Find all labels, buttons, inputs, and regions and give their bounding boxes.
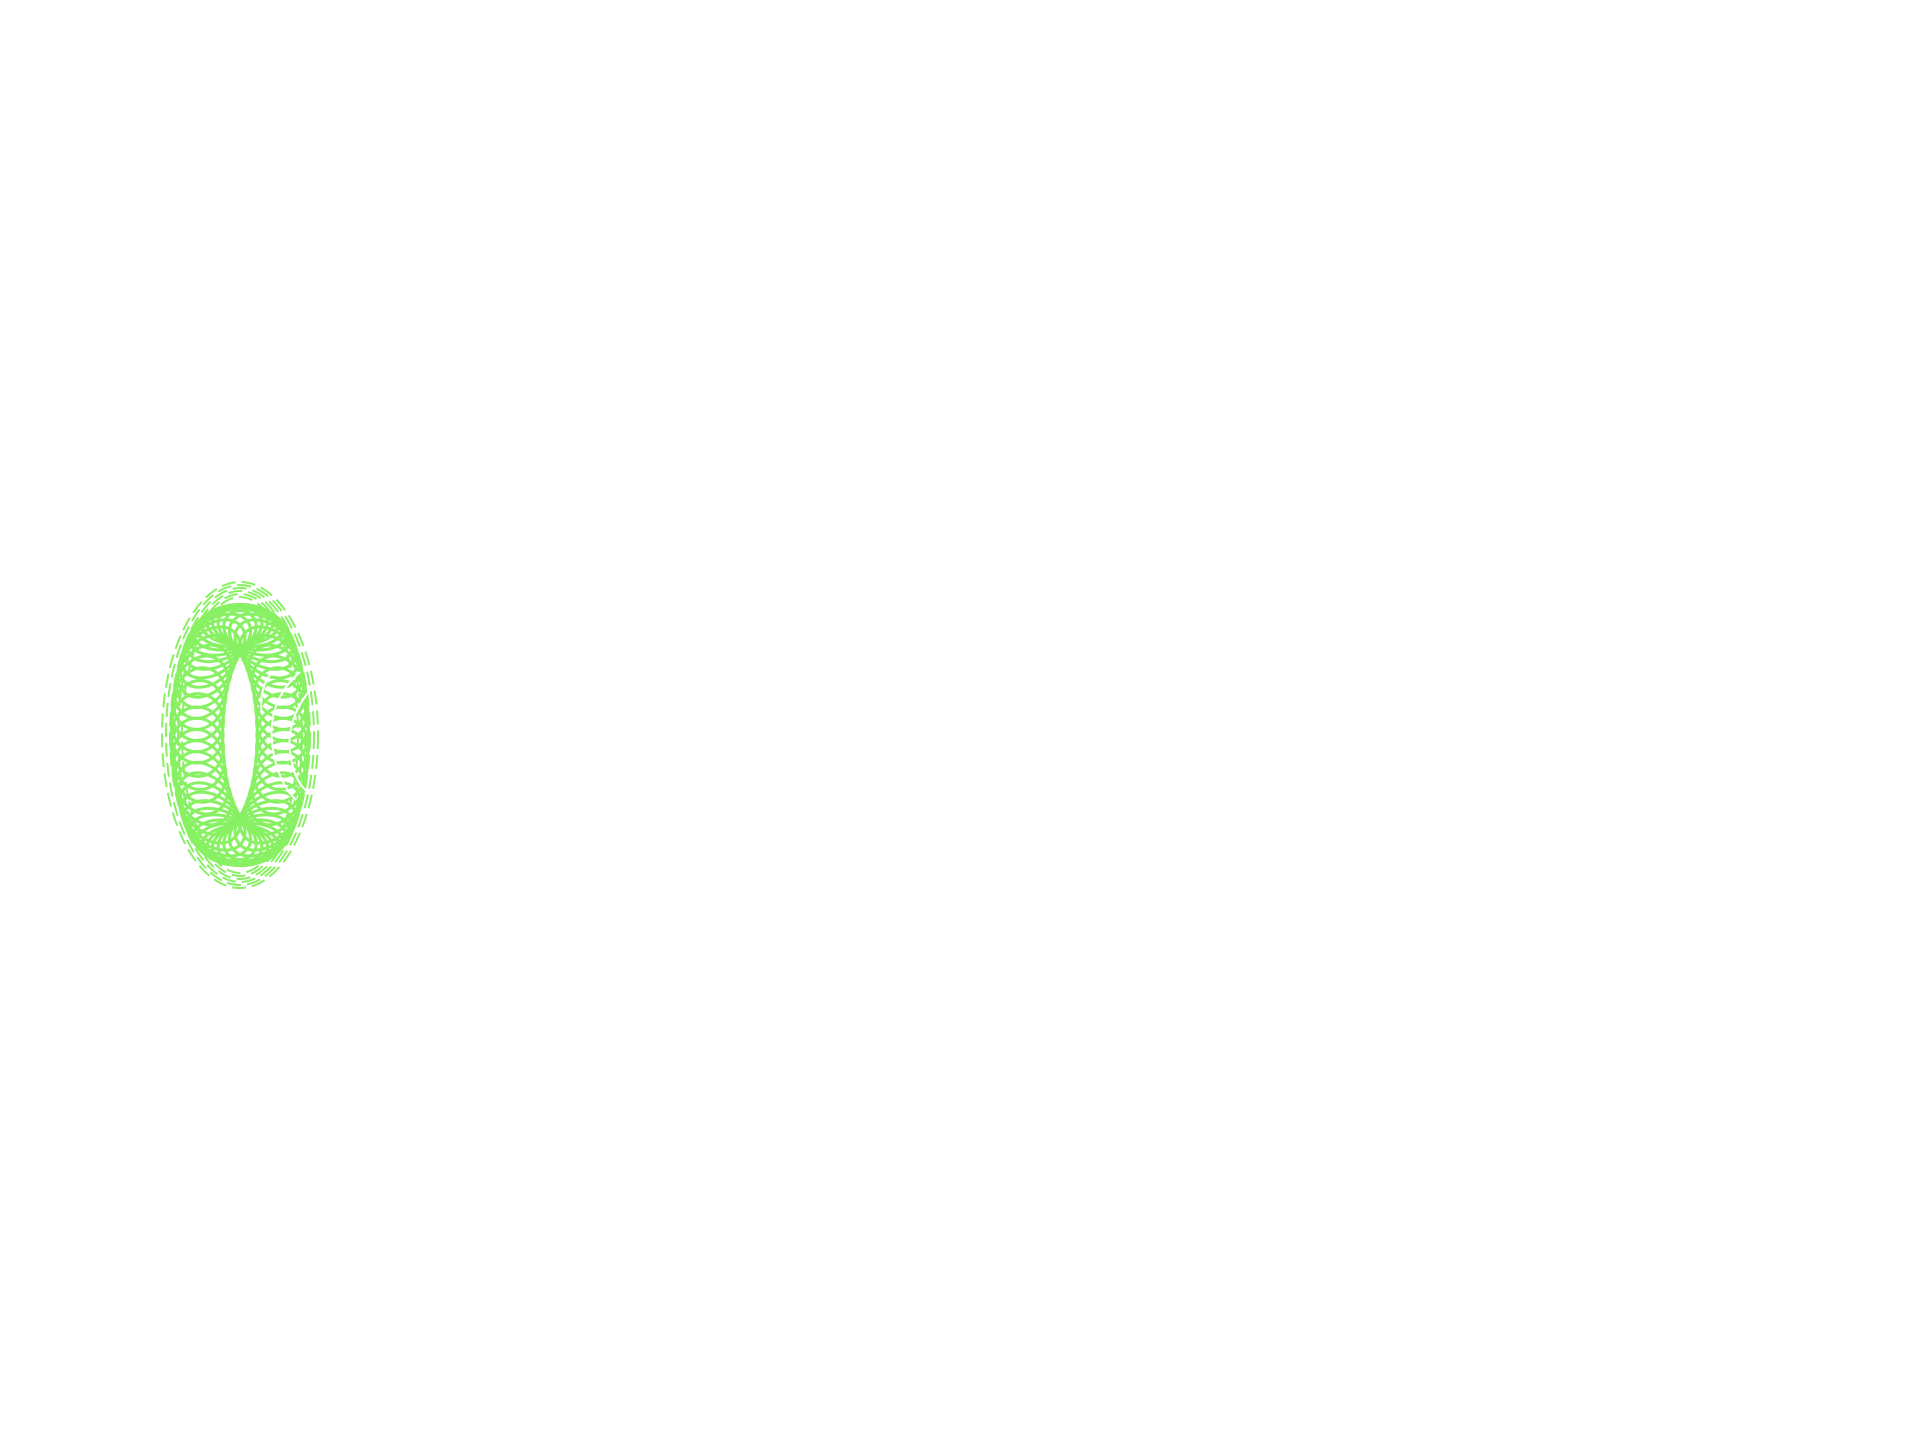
highlight-arc — [270, 671, 301, 801]
ring-outline — [173, 590, 307, 880]
highlight-arc — [260, 671, 273, 715]
spiral-loop — [228, 799, 298, 858]
spiral-loop — [233, 618, 300, 680]
spiral-loop — [255, 692, 311, 754]
white-highlight-arcs — [260, 671, 311, 801]
spiral-loops — [161, 581, 319, 889]
ring-outline — [161, 581, 319, 889]
highlight-arc — [288, 689, 311, 793]
spiral-loop — [176, 771, 237, 837]
ring-outline — [169, 587, 311, 883]
ring-outline — [177, 593, 303, 877]
ring-outline — [181, 596, 299, 874]
spiral-loop — [243, 633, 304, 699]
ring-outline — [165, 584, 315, 886]
